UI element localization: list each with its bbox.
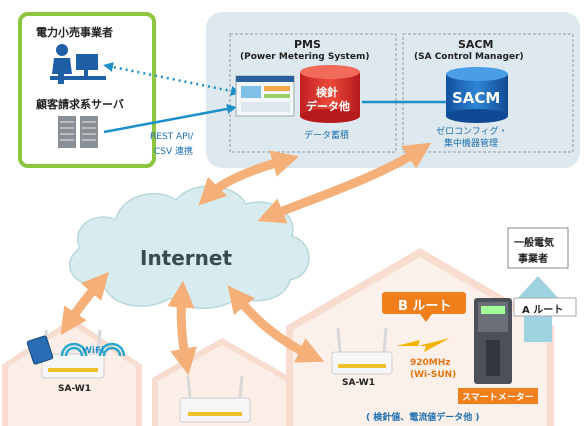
internet-label: Internet (140, 246, 233, 270)
cloud-system-panel (206, 12, 580, 168)
wireless-bolt-icon (396, 338, 450, 352)
right-device-name: SA-W1 (342, 378, 375, 388)
tablet-icon (26, 335, 54, 365)
sacm-subtitle: (SA Control Manager) (414, 52, 524, 62)
sa-w1-device-right (331, 327, 393, 375)
b-route-label: B ルート (398, 299, 452, 314)
bottom-caption: ( 検針値、電流値データ他 ) (366, 413, 480, 423)
link-server-pms (103, 104, 237, 134)
sacm-caption-line1: ゼロコンフィグ・ (436, 127, 508, 137)
utility-box (507, 227, 569, 269)
sacm-caption-line2: 集中機器管理 (444, 139, 499, 149)
b-route-badge (382, 292, 466, 322)
a-route-label: A ルート (522, 305, 564, 316)
link-retailer-pms-dotted (103, 62, 241, 96)
server-label: 顧客請求系サーバ (36, 98, 124, 111)
pms-database (300, 65, 360, 123)
smart-meter-label: スマートメーター (462, 393, 534, 403)
left-wifi-label: WiFi (82, 346, 105, 356)
pms-screen-thumbnail (235, 75, 295, 117)
wireless-line1: 920MHz (410, 358, 451, 368)
sacm-database (446, 67, 508, 123)
left-device-name: SA-W1 (58, 384, 91, 394)
wifi-icon (60, 342, 126, 357)
pms-caption: データ蓄積 (304, 131, 350, 141)
smart-meter-icon (474, 298, 512, 384)
pms-subtitle: (Power Metering System) (240, 52, 370, 62)
retailer-title: 電力小売事業者 (36, 26, 113, 39)
operator-icon (50, 44, 106, 84)
sacm-title: SACM (458, 38, 494, 51)
arrow-internet-middle-house (167, 280, 197, 376)
api-label-line1: REST API/ (150, 132, 194, 142)
sacm-box (402, 33, 574, 153)
pms-db-line1: 検針 (316, 86, 338, 99)
wireless-line2: (Wi-SUN) (410, 370, 457, 380)
sa-w1-device-middle (179, 375, 251, 423)
pms-db-line2: データ他 (306, 100, 350, 113)
utility-line2: 事業者 (518, 254, 548, 265)
utility-line1: 一般電気 (514, 238, 554, 249)
sacm-db-label: SACM (452, 89, 501, 107)
api-label-line2: CSV 連携 (154, 147, 194, 157)
arrow-internet-right-house (227, 285, 325, 363)
server-icon (58, 116, 98, 148)
arrow-internet-left-house (60, 271, 109, 336)
arrow-sacm-internet (257, 142, 432, 224)
pms-title: PMS (294, 38, 321, 51)
